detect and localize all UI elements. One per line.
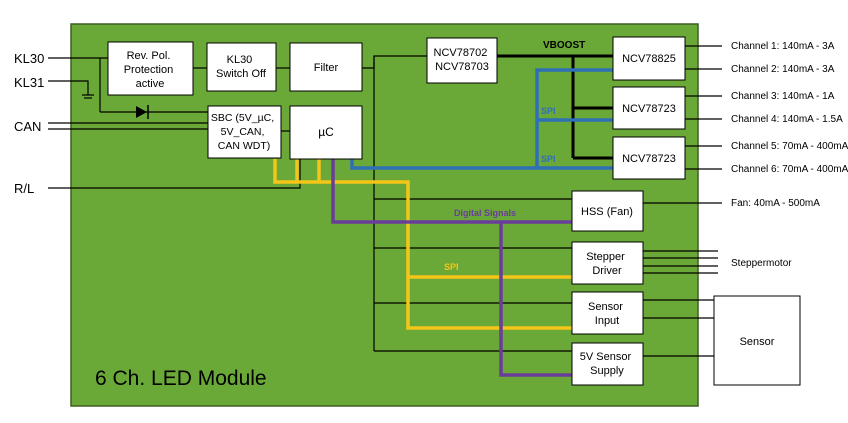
input-rl: R/L — [14, 181, 34, 196]
vboost-bus — [497, 54, 613, 160]
sensor-supply-line-1: 5V Sensor — [580, 351, 632, 363]
svg-text:KL30 Switch Off: KL30 Switch Off — [216, 54, 267, 80]
ncv78702-line-1: NCV78702 — [434, 47, 488, 59]
stepper-driver-line-1: Stepper — [586, 251, 625, 263]
fan-output-label: Fan: 40mA - 500mA — [731, 198, 820, 209]
sensor-input-line-2: Input — [595, 315, 619, 327]
svg-text:Filter: Filter — [314, 62, 339, 74]
block-ncv78723-b: NCV78723 — [612, 136, 686, 180]
module-title: 6 Ch. LED Module — [95, 367, 267, 390]
block-microcontroller: µC — [289, 105, 363, 160]
filter-label: Filter — [314, 62, 339, 74]
input-can: CAN — [14, 119, 41, 134]
kl30-switch-line-1: KL30 — [227, 54, 253, 66]
svg-text:µC: µC — [318, 125, 334, 139]
spi-label-upper: SPI — [541, 106, 556, 116]
channel-6-label: Channel 6: 70mA - 400mA — [731, 164, 848, 175]
rev-pol-line-2: Protection — [124, 64, 174, 76]
ncv78723-a-label: NCV78723 — [622, 103, 676, 115]
svg-text:5V Sensor Supply: 5V Sensor Supply — [580, 351, 634, 377]
vboost-label: VBOOST — [543, 40, 585, 51]
channel-3-label: Channel 3: 140mA - 1A — [731, 91, 835, 102]
svg-text:NCV78702 NCV78703: NCV78702 NCV78703 — [434, 47, 491, 73]
diode-icon — [136, 105, 149, 119]
rev-pol-line-1: Rev. Pol. — [127, 50, 171, 62]
channel-2-label: Channel 2: 140mA - 3A — [731, 64, 835, 75]
digital-signals-bus — [331, 159, 572, 377]
block-sensor: Sensor — [713, 295, 801, 386]
svg-text:NCV78723: NCV78723 — [622, 153, 676, 165]
block-hss-fan: HSS (Fan) — [571, 190, 644, 232]
svg-text:Rev. Pol. Protection: Rev. Pol. Protection active — [124, 50, 177, 90]
block-ncv78702: NCV78702 NCV78703 — [426, 37, 498, 84]
ncv78702-line-2: NCV78703 — [435, 61, 489, 73]
sbc-line-2: 5V_CAN, — [221, 126, 265, 138]
svg-text:Sensor Input: Sensor Input — [588, 301, 626, 327]
block-ncv78723-a: NCV78723 — [612, 86, 686, 130]
input-kl31: KL31 — [14, 75, 44, 90]
svg-text:NCV78825: NCV78825 — [622, 53, 676, 65]
steppermotor-label: Steppermotor — [731, 258, 792, 269]
block-sensor-input: Sensor Input — [571, 291, 644, 335]
sensor-supply-line-2: Supply — [590, 365, 624, 377]
stepper-driver-line-2: Driver — [592, 265, 622, 277]
ncv78723-b-label: NCV78723 — [622, 153, 676, 165]
sbc-line-1: SBC (5V_µC, — [211, 112, 274, 124]
block-rev-pol-protection: Rev. Pol. Protection active — [107, 41, 194, 96]
sensor-label: Sensor — [740, 336, 775, 348]
svg-text:Sensor: Sensor — [740, 336, 775, 348]
channel-1-label: Channel 1: 140mA - 3A — [731, 41, 835, 52]
block-kl30-switch-off: KL30 Switch Off — [206, 42, 277, 92]
channel-5-label: Channel 5: 70mA - 400mA — [731, 141, 848, 152]
rev-pol-line-3: active — [136, 78, 165, 90]
svg-text:HSS (Fan): HSS (Fan) — [581, 206, 633, 218]
block-sbc: SBC (5V_µC, 5V_CAN, CAN WDT) — [207, 105, 282, 159]
hss-fan-label: HSS (Fan) — [581, 206, 633, 218]
block-ncv78825: NCV78825 — [612, 36, 686, 81]
svg-text:SBC (5V_µC, 5V_CAN,: SBC (5V_µC, 5V_CAN, CAN WDT) — [211, 112, 277, 152]
kl30-switch-line-2: Switch Off — [216, 68, 267, 80]
spi-yellow-bus — [273, 159, 572, 330]
block-stepper-driver: Stepper Driver — [571, 241, 644, 285]
block-5v-sensor-supply: 5V Sensor Supply — [571, 342, 644, 386]
digital-signals-label: Digital Signals — [454, 208, 516, 218]
channel-4-label: Channel 4: 140mA - 1.5A — [731, 114, 843, 125]
input-kl30: KL30 — [14, 51, 44, 66]
spi-label-lower: SPI — [541, 154, 556, 164]
sbc-line-3: CAN WDT) — [218, 140, 271, 152]
spi-blue-bus — [350, 68, 613, 170]
svg-text:NCV78723: NCV78723 — [622, 103, 676, 115]
ncv78825-label: NCV78825 — [622, 53, 676, 65]
spi-label-yellow: SPI — [444, 262, 459, 272]
uc-label: µC — [318, 125, 334, 139]
block-filter: Filter — [289, 42, 363, 92]
sensor-input-line-1: Sensor — [588, 301, 623, 313]
svg-text:Stepper Driver: Stepper Driver — [586, 251, 628, 277]
